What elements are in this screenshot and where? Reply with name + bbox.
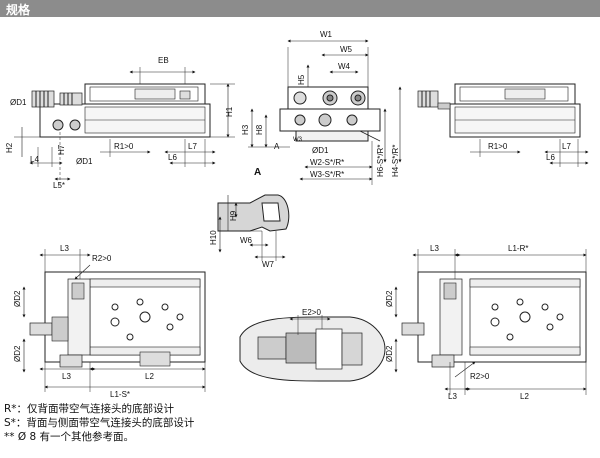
dim-a: A [274, 142, 280, 151]
dim-r2-right: R2>0 [470, 372, 490, 381]
dim-l2-left: L2 [145, 372, 154, 381]
note-r: R*：仅背面带空气连接头的底部设计 [4, 403, 175, 415]
dim-h8: H8 [255, 124, 264, 135]
dim-l5: L5* [53, 181, 65, 190]
top-left-labels: L3 R2>0 ØD2 ØD2 L3 L2 L1-S* [13, 244, 154, 399]
dim-h4: H4-S*/R* [391, 145, 400, 177]
dim-l6-right: L6 [546, 153, 555, 162]
footnotes: R*：仅背面带空气连接头的底部设计 S*：背面与侧面带空气连接头的底部设计 **… [4, 402, 194, 444]
front-left-labels: EB ØD1 H1 H2 H7 ØD1 L4 R1>0 L7 L6 L5* [5, 56, 234, 190]
dim-r1-right: R1>0 [488, 142, 508, 151]
dim-l7: L7 [188, 142, 197, 151]
dim-l6: L6 [168, 153, 177, 162]
top-right-view [394, 249, 587, 395]
dim-w3: W3-S*/R* [310, 170, 344, 179]
dim-h6: H6-S*/R* [376, 145, 385, 177]
spec-header-title: 规格 [6, 3, 31, 17]
dim-r2-left: R2>0 [92, 254, 112, 263]
dim-w7: W7 [262, 260, 275, 269]
front-right-labels: R1>0 L7 L6 [488, 142, 571, 162]
top-left-view [22, 249, 206, 392]
end-view-labels: W1 W5 W4 H5 H3 H8 A W3 ØD1 W2-S*/R* W3-S… [241, 30, 400, 179]
dim-h9: H9 [229, 210, 238, 221]
front-left-view [14, 67, 235, 187]
dim-h5: H5 [297, 74, 306, 85]
technical-drawing: EB ØD1 H1 H2 H7 ØD1 L4 R1>0 L7 L6 L5* [5, 30, 589, 401]
spec-header-bar: 规格 [0, 0, 600, 17]
detail-e2-labels: E2>0 [302, 308, 321, 317]
dim-w2: W2-S*/R* [310, 158, 344, 167]
dim-l3-bottom-left: L3 [62, 372, 71, 381]
dim-r1: R1>0 [114, 142, 134, 151]
dim-l2-right: L2 [520, 392, 529, 401]
dim-l3-top-left: L3 [60, 244, 69, 253]
dim-w1: W1 [320, 30, 333, 39]
note-s: S*：背面与侧面带空气连接头的底部设计 [4, 417, 195, 429]
dim-w3-small: W3 [293, 137, 303, 143]
dim-w4: W4 [338, 62, 351, 71]
dim-od2-bottom-right: ØD2 [385, 345, 394, 362]
dim-w6: W6 [240, 236, 253, 245]
dim-od1-top: ØD1 [10, 98, 27, 107]
dim-h1: H1 [225, 106, 234, 117]
dim-h2: H2 [5, 142, 14, 153]
dim-l3-top-right: L3 [430, 244, 439, 253]
dim-l7-right: L7 [562, 142, 571, 151]
dim-l4: L4 [30, 155, 39, 164]
dim-od2-bottom-left: ØD2 [13, 345, 22, 362]
note-d8: ** Ø 8 有一个其他参考面。 [4, 431, 134, 443]
front-right-view [417, 83, 589, 167]
detail-a-title: A [254, 167, 261, 178]
dim-h3: H3 [241, 124, 250, 135]
dim-od1-bottom: ØD1 [76, 157, 93, 166]
dim-h10: H10 [209, 230, 218, 245]
detail-e2-view [239, 315, 386, 382]
dim-l3-bottom-right: L3 [448, 392, 457, 401]
dim-od2-top-right: ØD2 [385, 290, 394, 307]
dim-w5: W5 [340, 45, 353, 54]
air-fitting [31, 90, 55, 108]
dim-l1-s: L1-S* [110, 390, 130, 399]
dim-od1: ØD1 [312, 146, 329, 155]
top-right-labels: L3 L1-R* ØD2 ØD2 R2>0 L3 L2 [385, 244, 529, 401]
detail-a-labels: A H9 H10 W6 W7 [209, 167, 275, 269]
dim-e2: E2>0 [302, 308, 321, 317]
detail-a-view [217, 194, 290, 261]
end-view [248, 39, 402, 185]
dim-l1-r: L1-R* [508, 244, 528, 253]
dim-eb: EB [158, 56, 169, 65]
fitting-top [29, 322, 53, 336]
dim-od2-top-left: ØD2 [13, 290, 22, 307]
fitting-bottom [59, 354, 83, 368]
dim-h7: H7 [57, 144, 66, 155]
